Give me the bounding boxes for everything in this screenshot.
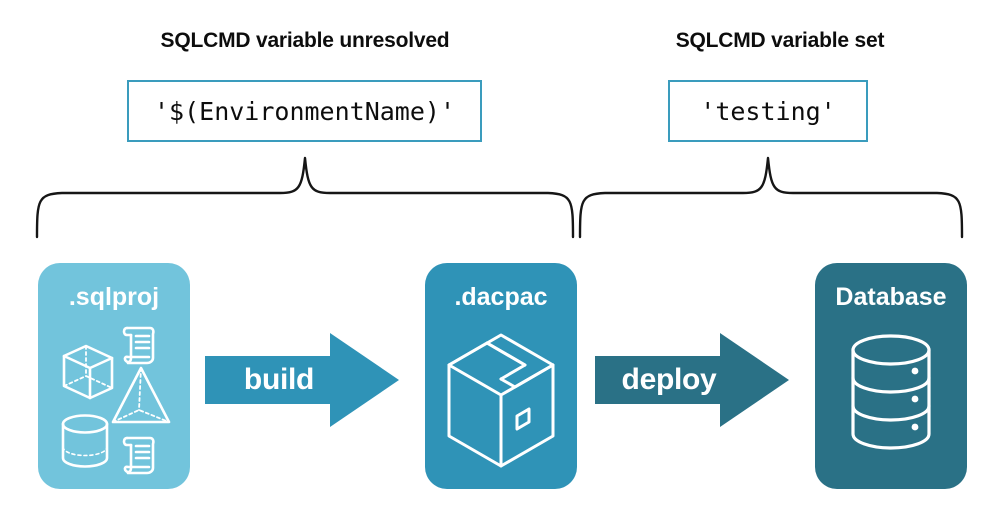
database-cylinder-icon — [851, 334, 931, 450]
section-heading-unresolved: SQLCMD variable unresolved — [160, 29, 450, 52]
variable-value-box-set: 'testing' — [668, 80, 868, 142]
card-database-label: Database — [835, 283, 947, 311]
card-database: Database — [815, 263, 967, 489]
variable-value-text: 'testing' — [700, 96, 836, 126]
arrow-right-icon — [205, 333, 399, 427]
arrow-right-icon — [595, 333, 789, 427]
card-sqlproj-label: .sqlproj — [68, 283, 160, 311]
variable-value-box-unresolved: '$(EnvironmentName)' — [127, 80, 482, 142]
sql-project-shapes-icon — [61, 326, 171, 475]
variable-value-text: '$(EnvironmentName)' — [153, 96, 456, 126]
brace-deploy-phase-icon — [578, 156, 964, 239]
brace-build-phase-icon — [35, 156, 575, 239]
package-box-icon — [447, 333, 555, 468]
card-dacpac-label: .dacpac — [454, 283, 548, 311]
section-heading-set: SQLCMD variable set — [675, 29, 885, 52]
card-dacpac: .dacpac — [425, 263, 577, 489]
arrow-build: build — [205, 330, 400, 430]
arrow-deploy: deploy — [595, 330, 790, 430]
card-sqlproj: .sqlproj — [38, 263, 190, 489]
